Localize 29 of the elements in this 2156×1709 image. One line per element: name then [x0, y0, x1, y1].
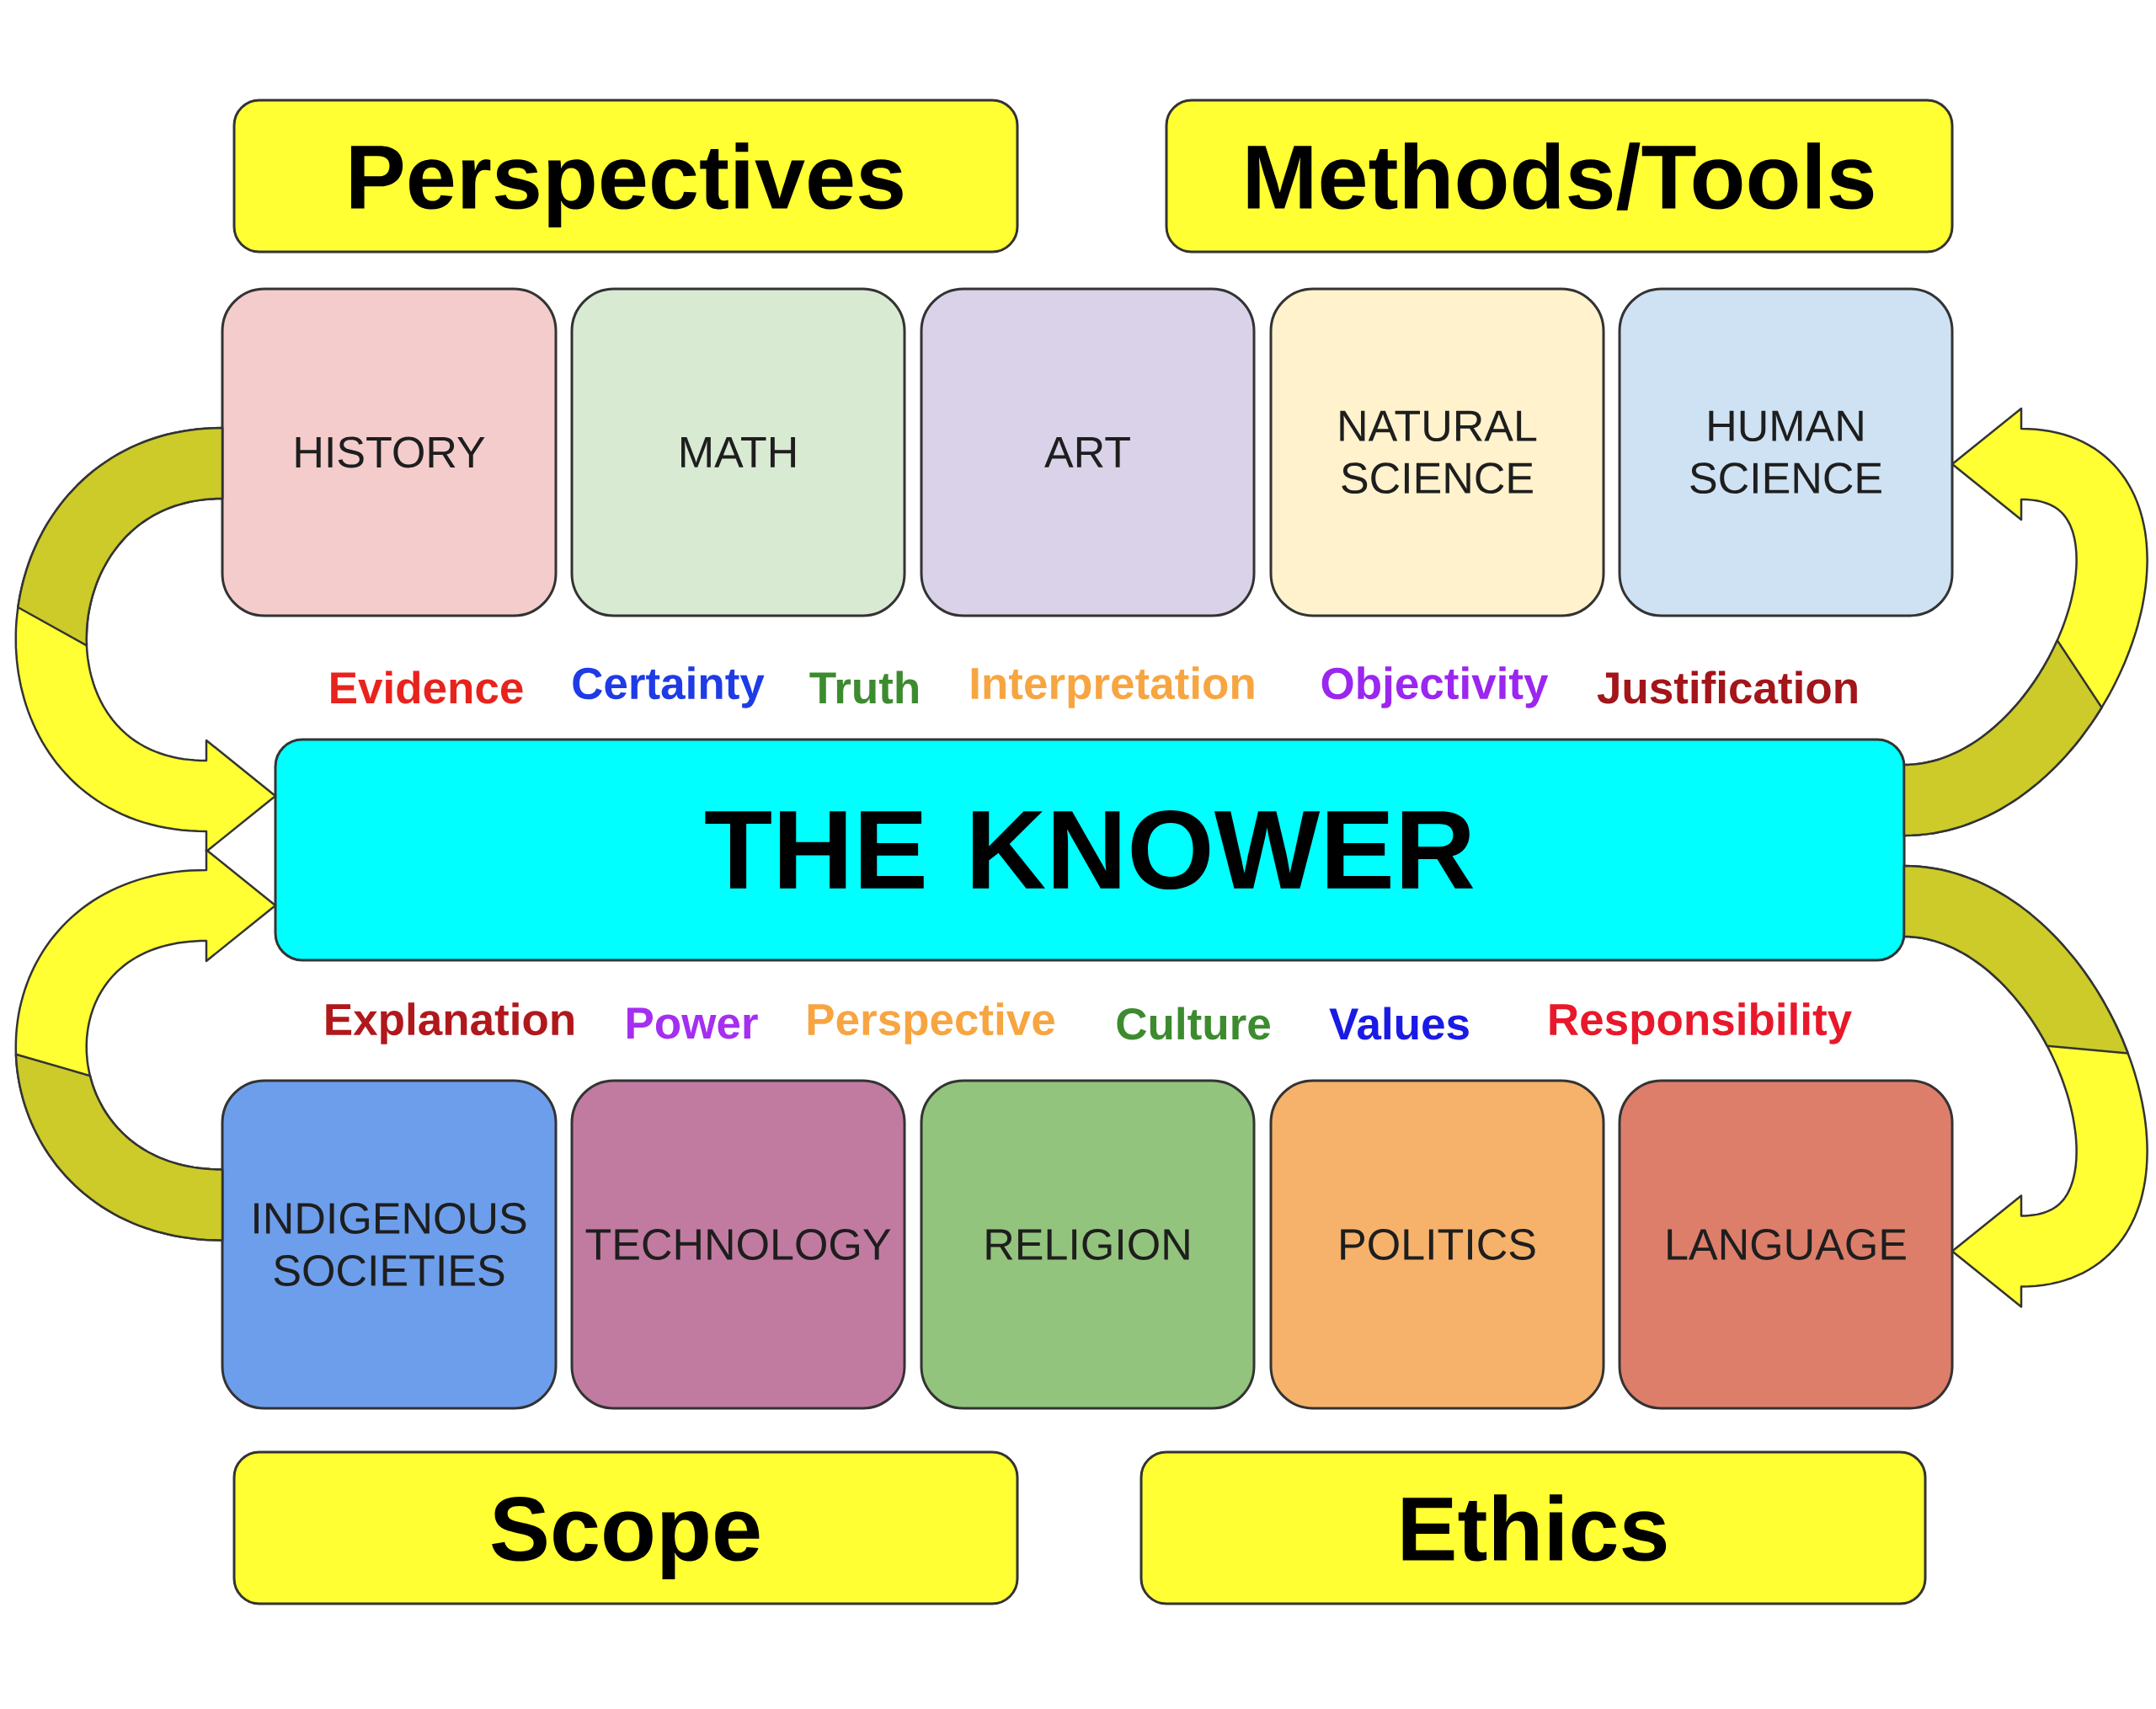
header-box: Methods/Tools	[1165, 99, 1954, 254]
topic-box: MATH	[570, 287, 906, 617]
keyword-label: Responsibility	[1550, 1002, 1852, 1044]
keyword-label: Power	[627, 1007, 758, 1039]
keyword-label: Interpretation	[971, 666, 1254, 708]
topic-box: ART	[920, 287, 1256, 617]
header-box: Perspectives	[232, 99, 1019, 254]
keyword-label: Certainty	[573, 666, 765, 708]
topic-box: RELIGION	[920, 1079, 1256, 1410]
topic-box: INDIGENOUS SOCIETIES	[221, 1079, 558, 1410]
topic-box: NATURAL SCIENCE	[1269, 287, 1605, 617]
keyword-label: Objectivity	[1321, 666, 1549, 708]
topic-box: HISTORY	[221, 287, 558, 617]
topic-box: TECHNOLOGY	[570, 1079, 906, 1410]
keyword-label: Explanation	[326, 1002, 574, 1044]
topic-box: HUMAN SCIENCE	[1618, 287, 1954, 617]
ribbon-arrow	[14, 848, 277, 1242]
keyword-label: Evidence	[331, 670, 523, 704]
keyword-label: Truth	[809, 670, 918, 704]
topic-box: LANGUAGE	[1618, 1079, 1954, 1410]
keyword-label: Perspective	[808, 1002, 1054, 1044]
topic-box: POLITICS	[1269, 1079, 1605, 1410]
banner-box: THE KNOWER	[274, 738, 1906, 962]
keyword-label: Culture	[1117, 1007, 1270, 1040]
ribbon-arrow	[1903, 864, 2148, 1308]
header-box: Ethics	[1139, 1450, 1927, 1605]
keyword-label: Values	[1329, 1007, 1469, 1040]
keyword-label: Justification	[1597, 670, 1857, 704]
header-box: Scope	[232, 1450, 1019, 1605]
